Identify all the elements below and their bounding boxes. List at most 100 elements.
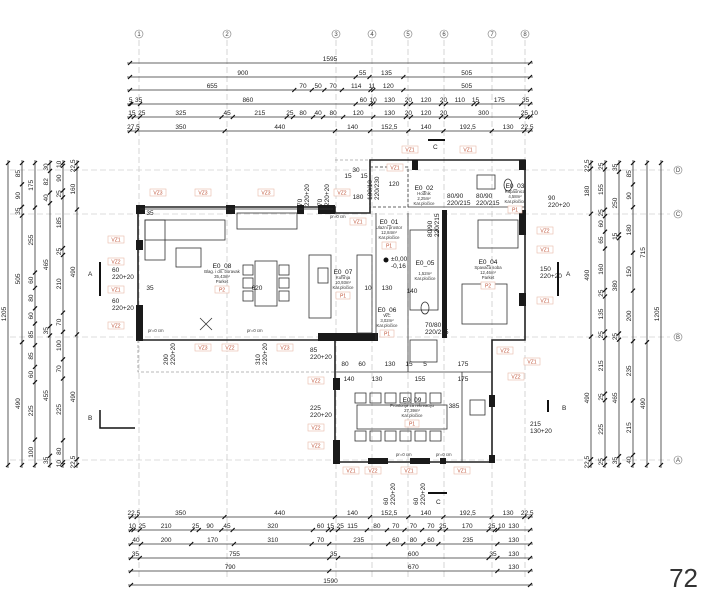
dimension-value: 80 [28, 294, 35, 302]
kitchen-counter [356, 254, 373, 334]
dimension-tick [127, 114, 133, 120]
dimension-tick [420, 541, 426, 547]
dimension-tick [74, 166, 80, 172]
dimension-value: 490 [15, 398, 22, 409]
window-tag [459, 145, 477, 154]
axis-bubble [487, 29, 497, 39]
window-tag-label: VZ2 [311, 444, 320, 450]
room-floor: Parket [482, 275, 495, 280]
dimension-value: 35 [330, 551, 338, 558]
dimension-value: 180 [626, 224, 633, 235]
dimension-tick [602, 287, 608, 293]
dimension-value: 60 [28, 371, 35, 379]
dimension-tick [443, 527, 449, 533]
room-id: E0_09 [403, 397, 422, 404]
floor-code: P1 [340, 294, 346, 300]
inner-dimension: 180 [353, 194, 364, 201]
dimension-tick [408, 101, 414, 107]
dimension-tick [353, 74, 359, 80]
window-tag [307, 376, 325, 385]
floor-code-tag [404, 419, 420, 428]
dimension-tick [602, 167, 608, 172]
dimension-tick [190, 527, 195, 533]
dimension-value: 90 [626, 192, 633, 200]
dimension-tick [32, 342, 38, 348]
bed [461, 283, 508, 325]
window-tag [401, 145, 419, 154]
dimension-tick [127, 128, 133, 134]
dimension-tick [32, 205, 38, 211]
dimension-value: 235 [626, 365, 633, 376]
dimension-value: 1205 [1, 306, 8, 321]
dimension-value: 300 [478, 110, 489, 117]
dimension-tick [230, 114, 236, 120]
dimension-tick [437, 527, 443, 533]
chair [369, 430, 382, 442]
dimension-value: 60 [28, 312, 35, 320]
dimension-tick [494, 555, 500, 561]
dimension-value: 490 [70, 266, 77, 277]
dimension-value: 90 [206, 523, 214, 530]
dimension-tick [441, 128, 446, 134]
dimension-tick [403, 101, 409, 107]
bathtub [477, 219, 519, 249]
dimension-tick [602, 207, 608, 213]
dimension-value: 215 [598, 360, 605, 371]
dimension-value: 60 [360, 97, 368, 104]
dimension-tick [438, 101, 444, 107]
dimension-value: 85 [28, 352, 35, 360]
dimension-tick [128, 541, 134, 547]
floor-code-tag [214, 285, 230, 294]
room-name: Ulazni prostor [376, 225, 403, 230]
dimension-value: 114 [351, 83, 362, 90]
dimension-tick [471, 101, 476, 107]
dimension-tick [602, 335, 608, 341]
dimension-value: 25 [56, 248, 63, 256]
window-tag [507, 372, 525, 381]
dimension-tick [527, 114, 533, 120]
dimension-value: 235 [462, 537, 473, 544]
opening-height: 220/230 [374, 176, 381, 200]
dimension-tick [630, 182, 636, 187]
dimension-value: 35 [612, 163, 619, 171]
dimension-tick [60, 160, 66, 166]
inner-dimension: 120 [389, 181, 400, 188]
window-tag [342, 466, 360, 475]
dimension-tick [400, 87, 406, 93]
dimension-tick [630, 338, 636, 344]
floor-code-tag [381, 241, 397, 250]
opening-height: 220+20 [170, 343, 177, 365]
opening-height: 220+20 [112, 305, 134, 312]
dimension-value: 215 [254, 110, 265, 117]
opening-height: 130+20 [530, 428, 552, 435]
dimension-value: 175 [494, 97, 505, 104]
room-area: 12,84m² [381, 230, 397, 235]
dimension-tick [658, 462, 664, 468]
axis-bubble [673, 165, 683, 175]
dimension-tick [47, 160, 53, 166]
furniture [144, 166, 519, 442]
window-tag-label: VZ1 [527, 360, 536, 366]
axis-label-col: 7 [490, 32, 494, 38]
floor-code: P1 [409, 422, 415, 428]
dimension-value: 250 [612, 197, 619, 208]
dimension-tick [127, 101, 133, 107]
dimension-tick [32, 270, 38, 276]
dimension-value: 192,5 [459, 124, 476, 131]
dimension-value: 600 [408, 551, 419, 558]
inner-dimension: 155 [415, 376, 426, 383]
sideboard [236, 212, 298, 230]
room-floor: Kar.pločice [376, 323, 398, 328]
dimension-value: 200 [626, 310, 633, 321]
dimension-value: 10 [498, 523, 506, 530]
dimension-tick [602, 294, 608, 299]
section-marks: A A B B C C [88, 139, 571, 506]
dimension-value: 22,5 [521, 124, 534, 131]
dimension-tick [518, 114, 524, 120]
window-tag-label: VZ1 [463, 148, 472, 154]
dimension-tick [284, 114, 290, 120]
dimension-tick [527, 128, 533, 134]
